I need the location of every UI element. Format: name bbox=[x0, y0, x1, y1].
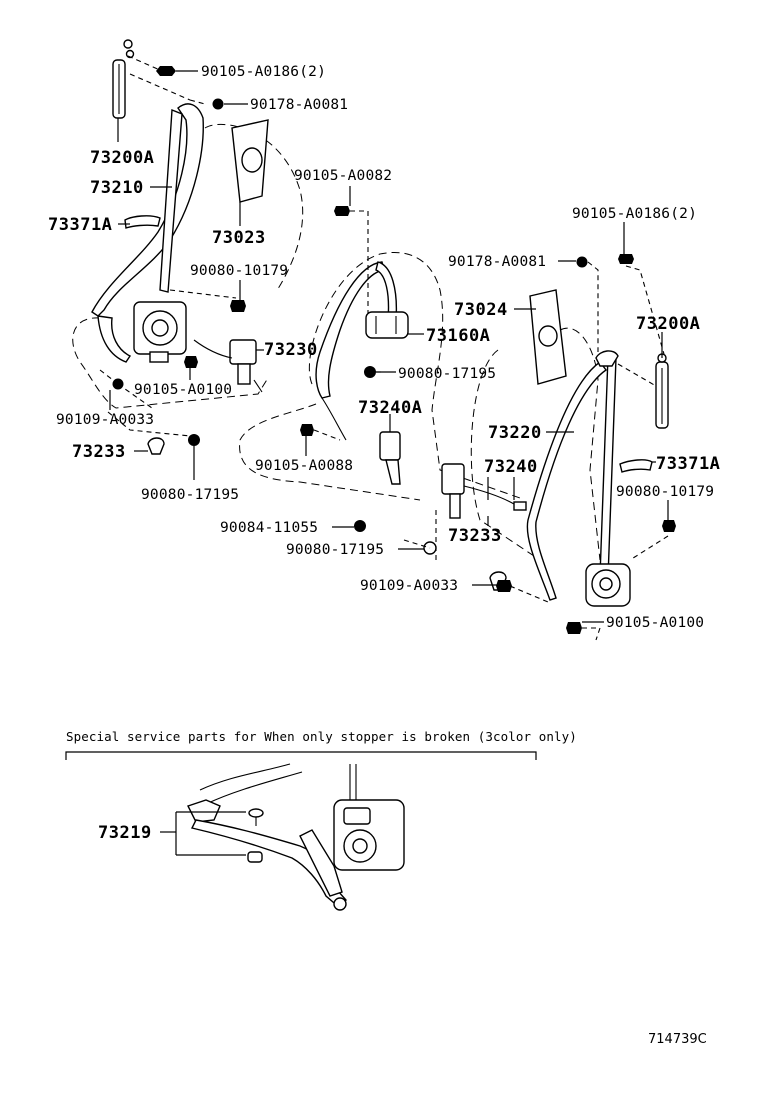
special-service-note: Special service parts for When only stop… bbox=[66, 729, 577, 744]
center-buckle bbox=[379, 431, 401, 485]
special-retractor bbox=[333, 799, 405, 871]
label-cover-left: 73371A bbox=[48, 215, 112, 235]
label-nut-center: 90178-A0081 bbox=[448, 254, 546, 270]
label-bolt-top-right: 90105-A0186(2) bbox=[572, 206, 697, 222]
label-bolt-retractor-left: 90105-A0100 bbox=[134, 382, 232, 398]
label-clip-center: 73233 bbox=[448, 526, 502, 546]
label-belt-right: 73220 bbox=[488, 423, 542, 443]
nut-center-bottom-icon bbox=[496, 580, 512, 592]
label-nut-left-bottom: 90109-A0033 bbox=[56, 412, 154, 428]
illustration-code: 714739C bbox=[648, 1032, 707, 1047]
stopper-ring-icon bbox=[247, 851, 263, 863]
label-bolt-left-bottom: 90080-17195 bbox=[141, 487, 239, 503]
special-service-section: Special service parts for When only stop… bbox=[65, 729, 577, 911]
label-nut-center-bottom: 90109-A0033 bbox=[360, 578, 458, 594]
stopper-button-icon bbox=[248, 808, 264, 826]
label-buckle-left: 73230 bbox=[264, 340, 318, 360]
right-cover bbox=[619, 459, 653, 473]
right-pillar-trim bbox=[529, 289, 567, 385]
label-belt-front-left: 73210 bbox=[90, 178, 144, 198]
label-buckle-center: 73240A bbox=[358, 398, 422, 418]
bolt-retractor-right-icon bbox=[566, 622, 582, 634]
label-bolt-left-retractor: 90080-10179 bbox=[190, 263, 288, 279]
part-labels: 90105-A0186(2) 90178-A0081 73200A 73210 … bbox=[48, 64, 720, 631]
bolt-top-left-icon bbox=[156, 66, 176, 76]
label-bolt-center-bottom: 90084-11055 bbox=[220, 520, 318, 536]
label-bolt-retractor-right: 90105-A0100 bbox=[606, 615, 704, 631]
bolt-center-top-icon bbox=[334, 206, 350, 216]
label-buckle-right: 73240 bbox=[484, 457, 538, 477]
label-anchor-left: 73200A bbox=[90, 148, 154, 168]
bolt-left-bottom-icon bbox=[188, 434, 200, 446]
left-buckle bbox=[193, 339, 263, 393]
bolt-top-right-icon bbox=[618, 254, 634, 264]
label-bolt-center-bottom2: 90080-17195 bbox=[286, 542, 384, 558]
left-pillar-trim bbox=[231, 119, 269, 203]
center-seat-belt-assembly bbox=[239, 206, 549, 603]
bolt-left-retractor-icon bbox=[230, 300, 246, 312]
label-bolt-right-mid: 90080-10179 bbox=[616, 484, 714, 500]
left-shoulder-anchor-adjuster bbox=[112, 39, 135, 119]
bolt-center-bottom-icon bbox=[354, 520, 366, 532]
clip-left-icon bbox=[147, 437, 165, 455]
label-bolt-center-low: 90105-A0088 bbox=[255, 458, 353, 474]
label-bolt-center-top: 90105-A0082 bbox=[294, 168, 392, 184]
right-buckle bbox=[441, 463, 527, 519]
nut-center-icon bbox=[576, 256, 588, 268]
label-trim-left: 73023 bbox=[212, 228, 266, 248]
center-retractor bbox=[365, 311, 409, 339]
bolt-right-mid-icon bbox=[662, 520, 676, 532]
leader-lines bbox=[109, 70, 669, 623]
label-clip-left: 73233 bbox=[72, 442, 126, 462]
bolt-retractor-left-icon bbox=[184, 356, 198, 368]
right-shoulder-anchor-adjuster bbox=[655, 353, 669, 429]
right-retractor bbox=[585, 563, 631, 607]
nut-top-left-icon bbox=[212, 98, 224, 110]
label-retractor-center: 73160A bbox=[426, 326, 490, 346]
bolt-center-mid-icon bbox=[364, 366, 376, 378]
right-seat-belt-assembly bbox=[470, 254, 676, 641]
label-anchor-right: 73200A bbox=[636, 314, 700, 334]
label-special-part: 73219 bbox=[98, 823, 152, 843]
bolt-center-low-icon bbox=[300, 424, 314, 436]
label-bolt-center-mid: 90080-17195 bbox=[398, 366, 496, 382]
label-trim-right: 73024 bbox=[454, 300, 508, 320]
label-bolt-top-left: 90105-A0186(2) bbox=[201, 64, 326, 80]
left-retractor bbox=[133, 301, 187, 363]
left-cover bbox=[124, 215, 161, 229]
label-nut-top-left: 90178-A0081 bbox=[250, 97, 348, 113]
label-cover-right: 73371A bbox=[656, 454, 720, 474]
left-seat-belt-assembly bbox=[72, 39, 304, 455]
